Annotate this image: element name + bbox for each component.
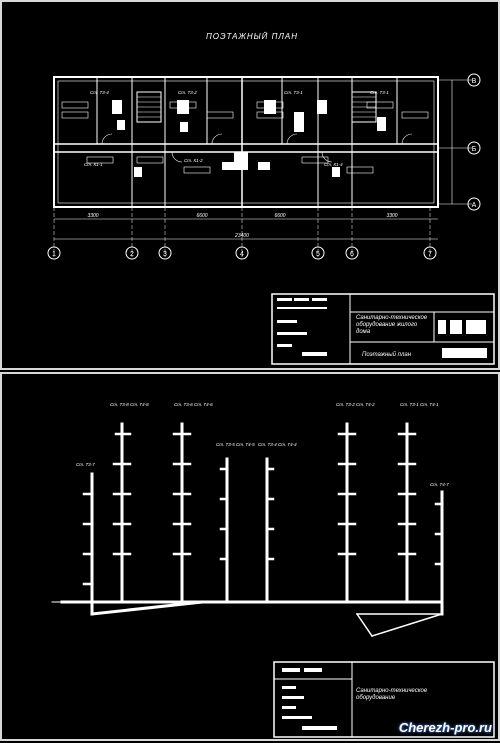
dimension-label: 3300 (386, 213, 397, 219)
sheet-title: ПОЭТАЖНЫЙ ПЛАН (205, 32, 299, 41)
axis-label: 4 (240, 251, 244, 258)
watermark: Cherezh-pro.ru (398, 720, 492, 735)
stamp-name: Санитарно-техническое оборудование жилог… (356, 315, 428, 335)
riser-label: Ст. Т4-7 (430, 482, 449, 487)
axis-label: 6 (350, 251, 354, 258)
riser-label: Ст. Т3-6 Ст. Т4-6 (174, 402, 213, 407)
riser-label: Ст. Т3-4 Ст. Т4-4 (258, 442, 297, 447)
dimension-label: 6600 (196, 213, 207, 219)
riser-scheme-sheet: Ст. Т3-8 Ст. Т4-8 Ст. Т3-6 Ст. Т4-6 Ст. … (0, 372, 500, 741)
axis-label: 1 (52, 251, 56, 258)
dimension-label: 3300 (87, 213, 98, 219)
riser-label: Ст. Т3-7 (76, 462, 95, 467)
axis-label: 3 (163, 251, 167, 258)
riser-scheme-drawing: Ст. Т3-8 Ст. Т4-8 Ст. Т3-6 Ст. Т4-6 Ст. … (51, 402, 495, 738)
riser-label: Ст. Т3-5 Ст. Т4-5 (216, 442, 255, 447)
riser-label: Ст. Т3-1 (370, 90, 389, 95)
axis-label: 2 (130, 251, 134, 258)
floor-plan-drawing: В Б А 1 2 3 4 5 6 7 3300 6600 6600 3300 … (47, 73, 495, 365)
axis-label: 5 (316, 251, 320, 258)
riser-label: Ст. Т3-4 (90, 90, 109, 95)
axis-label: А (472, 202, 477, 209)
riser-label: Ст. К1-1 (84, 162, 103, 167)
axis-label: В (472, 78, 477, 85)
riser-label: Ст. К1-2 (184, 158, 203, 163)
stamp-sheet-name: Поэтажный план (362, 352, 412, 358)
riser-label: Ст. Т3-8 Ст. Т4-8 (110, 402, 149, 407)
axis-label: Б (472, 146, 477, 153)
riser-label: Ст. К1-4 (324, 162, 343, 167)
riser-label: Ст. Т3-2 Ст. Т4-2 (336, 402, 375, 407)
dimension-total: 23400 (234, 233, 249, 239)
axis-label: 7 (428, 251, 432, 258)
floor-plan-sheet: ПОЭТАЖНЫЙ ПЛАН (0, 0, 500, 370)
dimension-label: 6600 (274, 213, 285, 219)
riser-label: Ст. Т3-1 Ст. Т4-1 (400, 402, 439, 407)
stamp-name: Санитарно-техническое оборудование (356, 688, 428, 701)
riser-label: Ст. Т3-2 (178, 90, 197, 95)
riser-label: Ст. Т3-1 (284, 90, 303, 95)
